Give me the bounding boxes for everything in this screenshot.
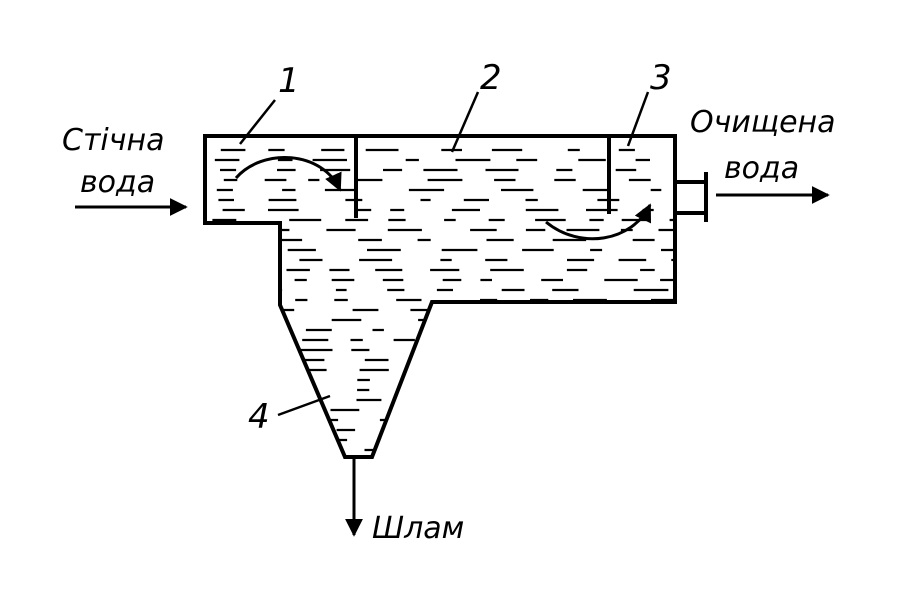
inlet-flow-arrow <box>234 156 342 192</box>
leader-3 <box>626 91 650 147</box>
outlet-pipe <box>675 172 708 222</box>
part-number-2: 2 <box>480 58 502 98</box>
part-number-4: 4 <box>248 397 270 437</box>
leader-4 <box>277 394 331 417</box>
inlet-label-line2: вода <box>80 165 155 200</box>
part-number-1: 1 <box>278 61 300 101</box>
outlet-label-line2: вода <box>724 151 799 186</box>
leader-1 <box>239 99 276 145</box>
part-number-3: 3 <box>650 58 672 98</box>
outlet-label-line1: Очищена <box>690 105 836 140</box>
inlet-label-line1: Стічна <box>62 123 164 158</box>
tank-outline <box>203 134 677 459</box>
leader-2 <box>450 91 480 153</box>
sludge-label: Шлам <box>372 511 464 546</box>
outlet-flow-arrow <box>545 203 652 241</box>
